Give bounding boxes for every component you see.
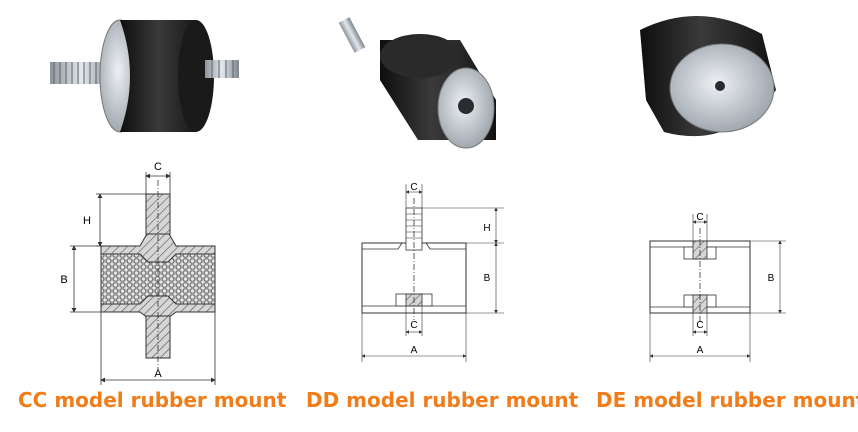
de-thread-hole — [715, 81, 725, 91]
dd-dim-b: B — [484, 273, 491, 284]
de-dim-a: A — [697, 345, 704, 356]
dd-top-stud — [338, 17, 366, 53]
de-panel: C B C A DE model rubber mount — [580, 0, 858, 432]
dd-product-photo-and-drawing: C H B C A — [338, 17, 504, 362]
de-caption: DE model rubber mount — [596, 388, 858, 412]
de-product-photo — [640, 15, 776, 137]
de-product-photo-and-drawing: C B C A — [640, 15, 786, 362]
cc-right-stud — [205, 60, 239, 78]
cc-product-photo-and-drawing: C H B A — [50, 19, 239, 386]
cc-dim-b: B — [60, 274, 67, 286]
dd-dim-a: A — [411, 345, 418, 356]
cc-product-photo — [50, 19, 239, 133]
cc-dim-h: H — [83, 215, 91, 227]
dd-drawing: C H B C A — [361, 182, 504, 362]
cc-dim-c: C — [154, 161, 162, 173]
dd-dim-c-bottom: C — [410, 320, 417, 331]
dd-product-photo — [338, 17, 496, 149]
de-dim-c-bottom: C — [696, 320, 703, 331]
cc-dim-a: A — [154, 368, 162, 380]
cc-drawing: C H B A — [60, 161, 216, 386]
cc-panel: C H B A CC model rubber mount — [0, 0, 290, 432]
dd-panel: C H B C A DD model rubber mount — [290, 0, 580, 432]
dd-caption: DD model rubber mount — [306, 388, 579, 412]
dd-dim-c-top: C — [410, 182, 417, 193]
cc-caption: CC model rubber mount — [18, 388, 287, 412]
de-dim-c-top: C — [696, 212, 703, 223]
dd-thread-hole — [458, 98, 474, 114]
dd-dim-h: H — [483, 223, 490, 234]
de-drawing: C B C A — [649, 212, 786, 362]
de-dim-b: B — [768, 273, 775, 284]
